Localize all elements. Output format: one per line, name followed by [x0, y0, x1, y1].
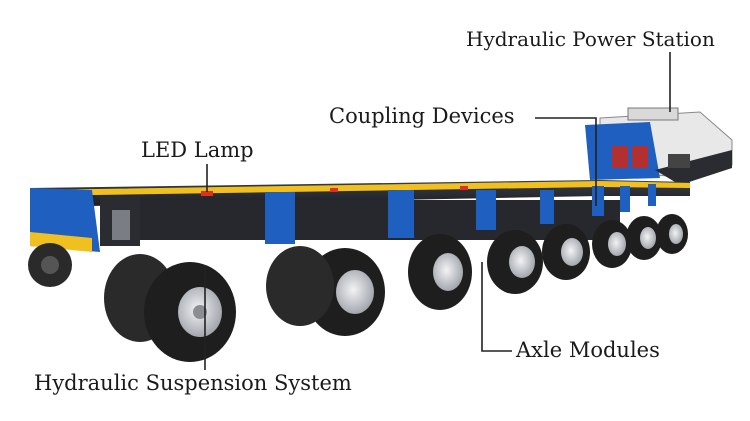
callout-coupling-devices: Coupling Devices: [329, 104, 515, 128]
wheel: [487, 230, 543, 294]
leader-coupling: [535, 117, 597, 206]
wheel: [592, 220, 632, 268]
callout-axle-modules: Axle Modules: [516, 338, 660, 362]
power-station-unit: [585, 107, 733, 185]
wheel: [144, 262, 236, 362]
suspension-blocks: [140, 184, 656, 244]
leader-lines: [204, 52, 671, 370]
callout-suspension-system: Hydraulic Suspension System: [34, 371, 352, 395]
wheel: [626, 216, 662, 260]
leader-axle-modules: [481, 262, 512, 352]
wheel: [408, 234, 472, 310]
front-end-body: [28, 188, 140, 287]
wheel-set: [104, 214, 688, 362]
wheel: [266, 246, 334, 326]
callout-led-lamp: LED Lamp: [141, 138, 254, 162]
led-lamp-marker: [201, 191, 213, 196]
wheel: [656, 214, 688, 254]
callout-power-station: Hydraulic Power Station: [466, 27, 715, 51]
trailer-deck: [30, 180, 690, 206]
wheel: [542, 224, 590, 280]
